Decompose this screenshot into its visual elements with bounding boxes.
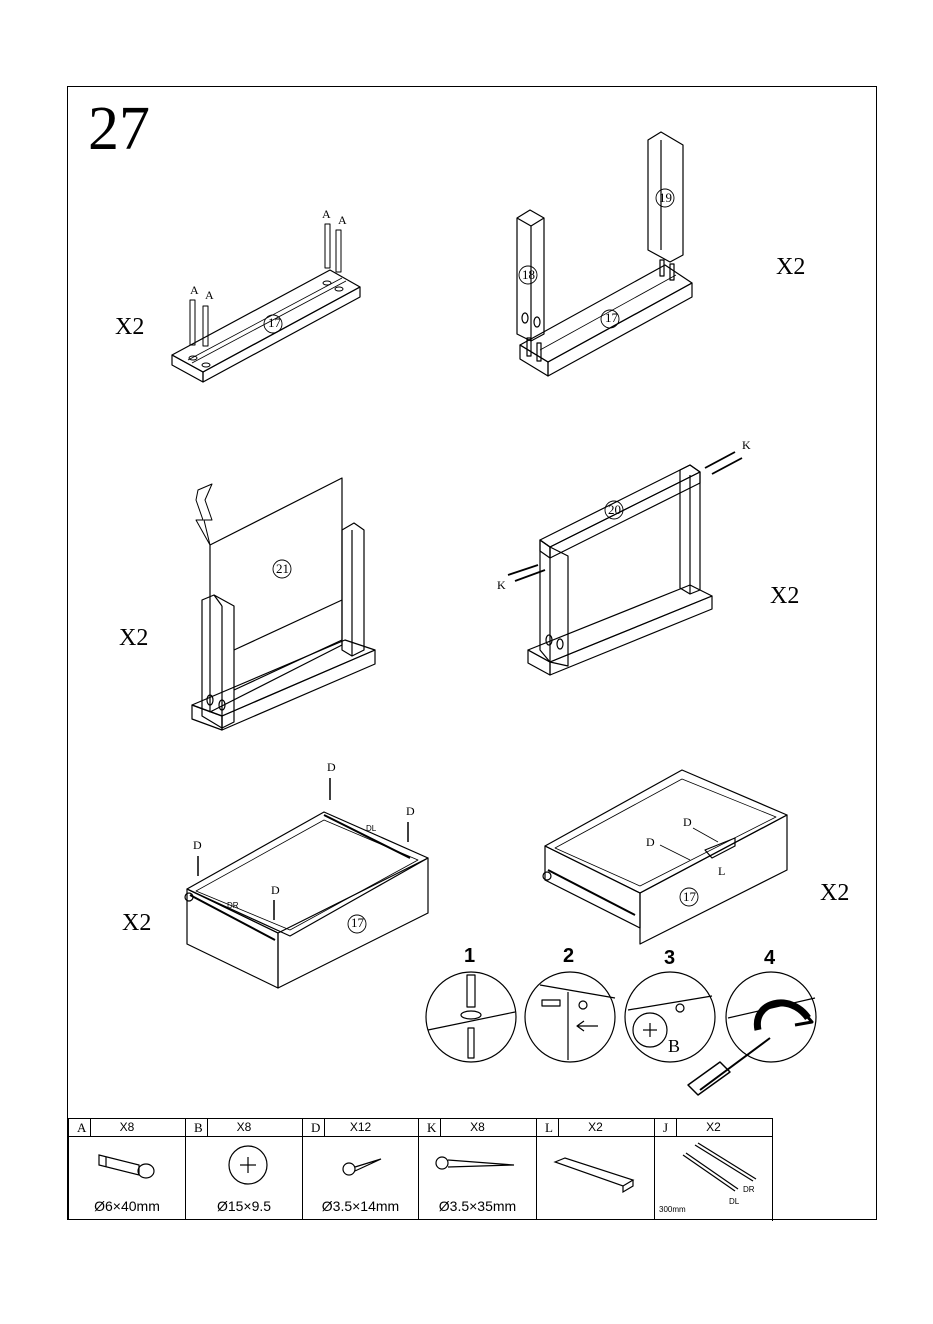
part-size: Ø3.5×35mm <box>419 1198 536 1214</box>
part-qty: X2 <box>655 1120 772 1134</box>
runner-label-dr: DR <box>743 1185 755 1194</box>
part-size: Ø15×9.5 <box>186 1198 302 1214</box>
part-number-18: 18 <box>522 267 535 283</box>
hardware-callout-b: B <box>668 1036 680 1057</box>
runner-label-dr: DR <box>227 901 239 910</box>
part-number-20: 20 <box>608 502 621 518</box>
part-qty: X8 <box>419 1120 536 1134</box>
hardware-callout-d: D <box>327 760 336 775</box>
hardware-callout-a: A <box>205 288 214 303</box>
hardware-callout-k: K <box>497 578 506 593</box>
part-number-17: 17 <box>268 315 281 331</box>
hardware-callout-k: K <box>742 438 751 453</box>
panel-1-board-with-bolts <box>172 224 360 382</box>
part-number-17: 17 <box>351 915 364 931</box>
part-size: Ø6×40mm <box>69 1198 185 1214</box>
hardware-callout-a: A <box>338 213 347 228</box>
panel-3-back-panel <box>192 478 375 730</box>
hardware-callout-d: D <box>683 815 692 830</box>
substep-number-4: 4 <box>764 947 775 970</box>
part-size: 300mm <box>659 1205 686 1214</box>
panel-6-drawer-handle <box>543 770 787 944</box>
part-size: Ø3.5×14mm <box>303 1198 418 1214</box>
substep-number-2: 2 <box>563 945 574 968</box>
panel-2-side-panels <box>517 132 692 376</box>
hardware-callout-l: L <box>718 864 725 879</box>
cam-bolt-icon <box>94 1143 164 1183</box>
cam-lock-icon <box>224 1141 274 1189</box>
runner-label-dl: DL <box>729 1197 739 1206</box>
substep-number-1: 1 <box>464 945 475 968</box>
part-number-17: 17 <box>683 889 696 905</box>
runner-label-dl: DL <box>366 824 376 833</box>
hardware-callout-d: D <box>406 804 415 819</box>
panel-5-drawer-runners <box>185 778 428 988</box>
part-number-19: 19 <box>659 190 672 206</box>
panel-4-top-rail <box>508 452 742 675</box>
hardware-callout-a: A <box>190 283 199 298</box>
short-screw-icon <box>341 1151 391 1181</box>
hardware-callout-d: D <box>646 835 655 850</box>
substep-illustrations <box>426 972 816 1095</box>
part-qty: X8 <box>186 1120 302 1134</box>
part-qty: X2 <box>537 1120 654 1134</box>
part-qty: X12 <box>303 1120 418 1134</box>
long-screw-icon <box>434 1155 524 1175</box>
hardware-callout-d: D <box>271 883 280 898</box>
hardware-callout-a: A <box>322 207 331 222</box>
part-number-17: 17 <box>605 310 618 326</box>
handle-icon <box>551 1154 641 1194</box>
part-qty: X8 <box>69 1120 185 1134</box>
hardware-callout-d: D <box>193 838 202 853</box>
substep-number-3: 3 <box>664 947 675 970</box>
part-number-21: 21 <box>276 561 289 577</box>
